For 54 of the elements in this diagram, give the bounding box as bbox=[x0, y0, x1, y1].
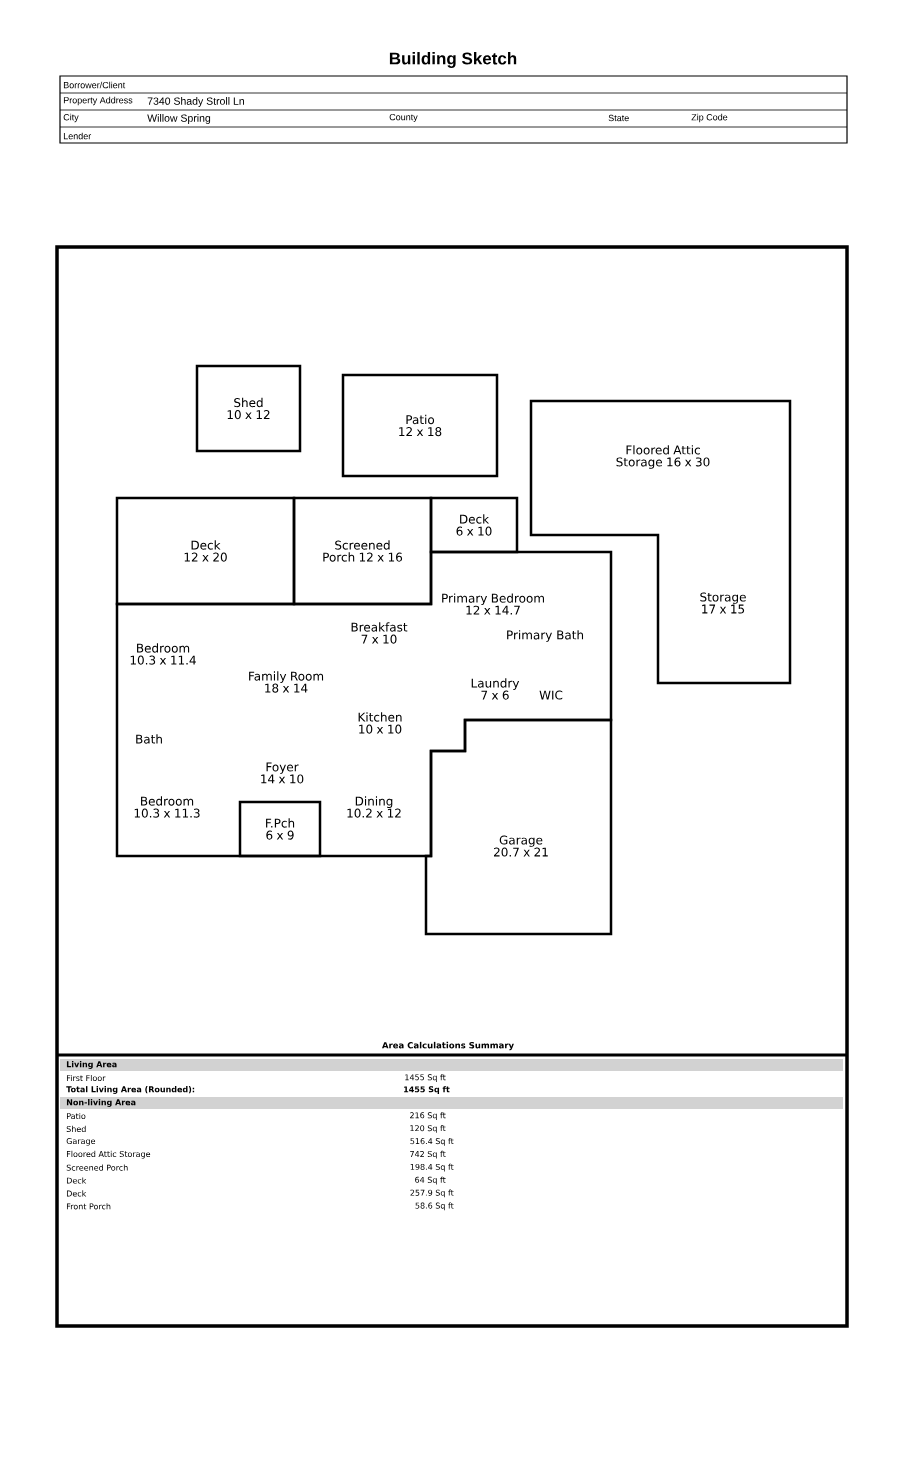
area-value: 58.6 Sq ft bbox=[415, 1202, 454, 1211]
area-name: First Floor bbox=[67, 1074, 106, 1082]
field-label: County bbox=[389, 113, 418, 123]
field-value: Willow Spring bbox=[147, 114, 211, 124]
room-label: Dining 10.2 x 12 bbox=[347, 796, 401, 818]
field-label: Lender bbox=[63, 132, 92, 140]
room-label: Bedroom 10.3 x 11.4 bbox=[130, 643, 196, 665]
title: Building Sketch bbox=[389, 52, 517, 68]
room-label: Primary Bath bbox=[507, 630, 584, 642]
room-label: Floored Attic Storage 16 x 30 bbox=[616, 445, 710, 469]
porch-outline: F.Pch 6 x 9 bbox=[238, 800, 322, 858]
deck-outline: Deck 12 x 20 bbox=[115, 496, 296, 606]
room-label: Bedroom 10.3 x 11.3 bbox=[134, 796, 200, 818]
area-value: 1455 Sq ft bbox=[405, 1074, 446, 1082]
deck-outline: Deck 6 x 10 bbox=[429, 496, 519, 554]
room-label: Laundry 7 x 6 bbox=[471, 678, 520, 700]
area-value: 120 Sq ft bbox=[410, 1125, 446, 1133]
porch-outline: Screened Porch 12 x 16 bbox=[292, 496, 433, 606]
area-name: Floored Attic Storage bbox=[67, 1150, 151, 1159]
area-value: 516.4 Sq ft bbox=[410, 1137, 454, 1146]
room-label: Storage 17 x 15 bbox=[700, 592, 746, 614]
area-name: Garage bbox=[66, 1138, 96, 1146]
room-label: Kitchen 10 x 10 bbox=[358, 712, 402, 734]
area-name: Deck bbox=[67, 1177, 87, 1184]
room-label: Breakfast 7 x 10 bbox=[351, 622, 408, 644]
area-value: 1455 Sq ft bbox=[404, 1086, 450, 1094]
area-value: 198.4 Sq ft bbox=[410, 1163, 454, 1172]
room-label: WIC bbox=[539, 690, 563, 700]
area-name: Shed bbox=[66, 1125, 86, 1132]
room-label: Primary Bedroom 12 x 14.7 bbox=[442, 593, 544, 615]
shed-outline: Shed 10 x 12 bbox=[195, 364, 302, 453]
field-label: Zip Code bbox=[691, 113, 728, 123]
section-header: Living Area bbox=[60, 1059, 843, 1071]
area-name: Front Porch bbox=[67, 1203, 111, 1210]
field-label: State bbox=[608, 114, 629, 122]
section-header: Non-living Area bbox=[60, 1097, 843, 1109]
field-label: Property Address bbox=[63, 96, 133, 106]
area-name: Screened Porch bbox=[66, 1164, 128, 1171]
field-label: Borrower/Client bbox=[63, 81, 126, 89]
area-value: 742 Sq ft bbox=[410, 1150, 446, 1159]
room-label: Bath bbox=[136, 734, 162, 744]
room-label: Foyer 14 x 10 bbox=[261, 762, 304, 784]
patio-outline: Patio 12 x 18 bbox=[341, 373, 499, 478]
area-value: 64 Sq ft bbox=[415, 1176, 446, 1185]
area-name: Deck bbox=[67, 1190, 87, 1197]
area-value: 257.9 Sq ft bbox=[410, 1189, 454, 1198]
field-label: City bbox=[63, 113, 79, 123]
area-value: 216 Sq ft bbox=[410, 1112, 446, 1120]
table-title: Area Calculations Summary bbox=[382, 1041, 514, 1051]
room-label: Family Room 18 x 14 bbox=[249, 671, 324, 693]
field-value: 7340 Shady Stroll Ln bbox=[147, 97, 244, 107]
room-label: Garage 20.7 x 21 bbox=[494, 835, 548, 857]
area-name: Patio bbox=[67, 1112, 86, 1120]
area-name: Total Living Area (Rounded): bbox=[66, 1086, 195, 1094]
